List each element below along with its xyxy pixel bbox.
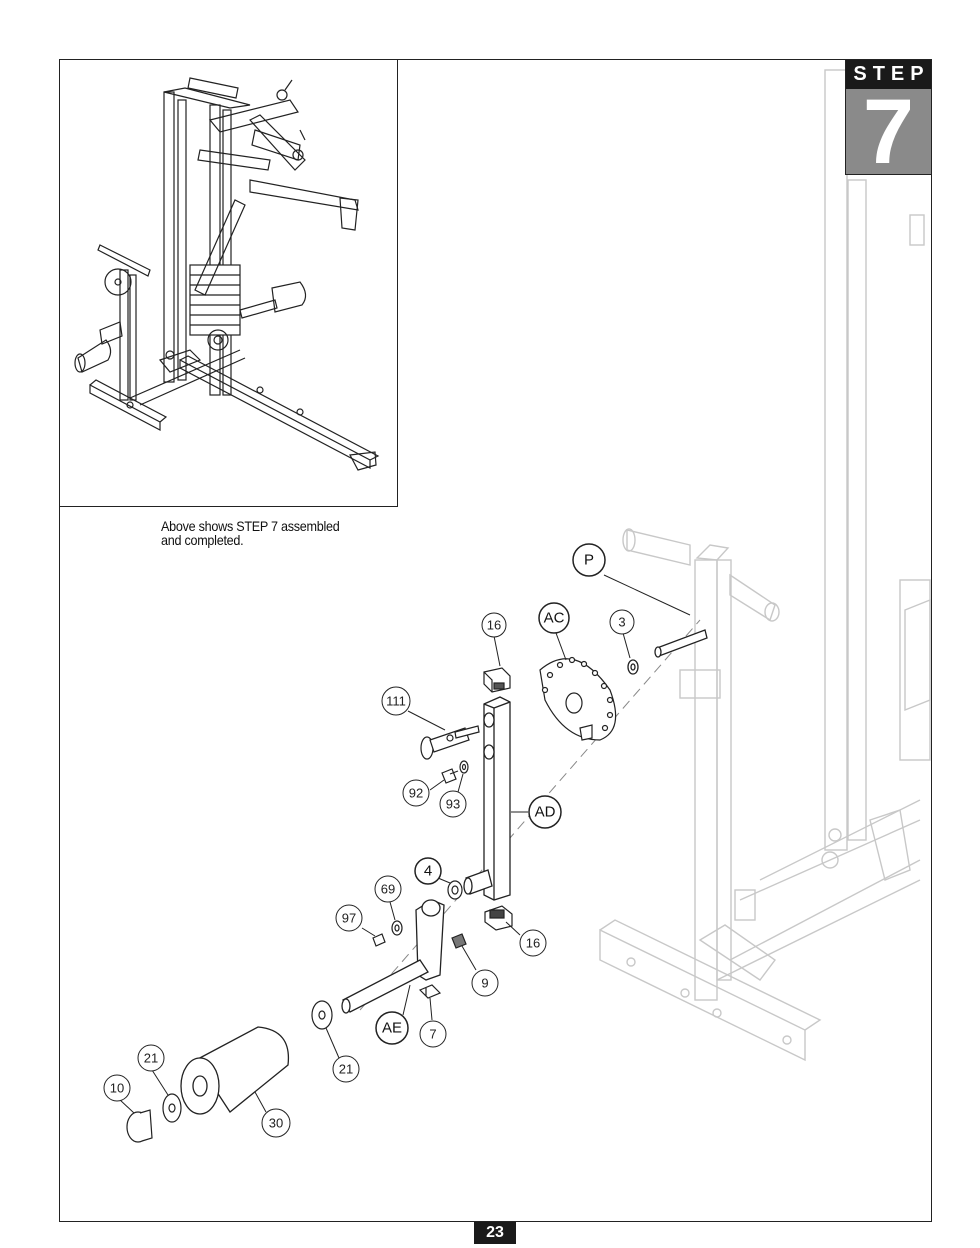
callout-92: [402, 779, 430, 807]
part-ae-arm: [341, 899, 445, 1014]
callout-16-top: [481, 612, 507, 638]
caption-line-2: and completed.: [161, 532, 244, 548]
callout-97: [335, 904, 363, 932]
part-ad-tube: [463, 696, 511, 901]
callout-30-label: 30: [269, 1116, 283, 1131]
callout-16-top-label: 16: [487, 618, 501, 633]
callout-p-label: P: [584, 552, 594, 569]
caption-line-1: Above shows STEP 7 assembled: [161, 518, 340, 534]
callout-ad: [528, 795, 562, 829]
step-number: 7: [846, 86, 931, 178]
part-21-left-washer: [162, 1093, 182, 1123]
callout-ac: [538, 602, 570, 634]
part-111-pull-pin: [420, 725, 480, 760]
callout-9: [471, 969, 499, 997]
callout-92-label: 92: [409, 786, 423, 801]
callout-10: [103, 1074, 131, 1102]
callout-111-label: 111: [386, 694, 406, 709]
callout-111: [381, 686, 411, 716]
callout-7: [419, 1020, 447, 1048]
step-label: STEP: [846, 60, 931, 89]
part-ac-disc: [539, 656, 617, 741]
part-16-bottom-cap: [484, 905, 513, 931]
callout-ac-label: AC: [544, 610, 565, 627]
part-21-right-washer: [311, 1000, 333, 1030]
callout-93: [439, 790, 467, 818]
step-badge: STEP 7: [845, 59, 932, 178]
callout-69-label: 69: [381, 882, 395, 897]
part-30-roller-pad: [180, 1026, 290, 1115]
part-16-top-cap: [483, 667, 511, 693]
callout-21-right: [332, 1055, 360, 1083]
callout-21-right-label: 21: [339, 1062, 353, 1077]
assembled-machine-drawing: [74, 77, 380, 471]
part-7-end-cap: [418, 984, 442, 999]
callout-4-label: 4: [424, 863, 432, 880]
assembled-view-inset: Above shows STEP 7 assembled and complet…: [59, 59, 398, 547]
callout-9-label: 9: [481, 976, 488, 991]
callout-ae: [375, 1011, 409, 1045]
part-p-pin: [654, 629, 708, 658]
page-frame: [59, 59, 932, 1222]
callout-3-label: 3: [618, 615, 625, 630]
part-3-washer: [627, 659, 639, 675]
callout-16-bottom-label: 16: [526, 936, 540, 951]
callout-21-left-label: 21: [144, 1051, 158, 1066]
callout-16-bottom: [519, 929, 547, 957]
callout-21-left: [137, 1044, 165, 1072]
part-10-knob: [126, 1109, 153, 1143]
callout-p: [572, 543, 606, 577]
part-93-washer: [459, 760, 469, 774]
part-92-bolt: [441, 768, 459, 784]
part-97-bolt: [372, 933, 386, 947]
callout-30: [261, 1108, 291, 1138]
callout-7-label: 7: [429, 1027, 436, 1042]
callout-69: [374, 875, 402, 903]
inset-caption: Above shows STEP 7 assembled and complet…: [161, 519, 413, 547]
part-4-washer: [447, 880, 463, 900]
callout-3: [609, 609, 635, 635]
background-frame: [599, 69, 931, 1062]
callout-4: [414, 857, 442, 885]
callout-97-label: 97: [342, 911, 356, 926]
callout-93-label: 93: [446, 797, 460, 812]
part-69-washer: [391, 920, 403, 936]
callout-ad-label: AD: [535, 804, 556, 821]
callouts: [103, 543, 635, 1138]
callout-10-label: 10: [110, 1081, 124, 1096]
page-number: 23: [474, 1222, 516, 1244]
callout-ae-label: AE: [382, 1020, 402, 1037]
part-9-bushing: [451, 933, 467, 949]
